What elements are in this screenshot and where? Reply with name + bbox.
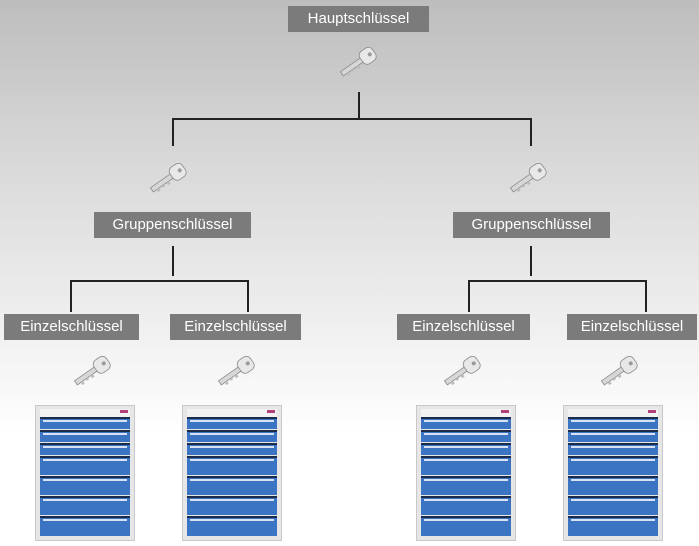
- key-icon: [443, 356, 481, 386]
- connector-line: [247, 280, 249, 312]
- key-icon: [149, 163, 187, 193]
- drawer-cabinet: [416, 405, 516, 541]
- individual-key-label: Einzelschlüssel: [567, 314, 697, 340]
- key-icon: [73, 356, 111, 386]
- cabinet-top: [421, 409, 511, 417]
- connector-line: [358, 92, 360, 119]
- key-icon: [509, 163, 547, 193]
- drawer-cabinet: [563, 405, 663, 541]
- connector-line: [172, 118, 532, 120]
- key-icon: [339, 47, 377, 77]
- connector-line: [70, 280, 249, 282]
- individual-key-label: Einzelschlüssel: [170, 314, 301, 340]
- root-label: Hauptschlüssel: [288, 6, 429, 32]
- connector-line: [468, 280, 647, 282]
- individual-key-label: Einzelschlüssel: [397, 314, 530, 340]
- connector-line: [530, 246, 532, 276]
- cabinet-top: [40, 409, 130, 417]
- cabinet-top: [568, 409, 658, 417]
- cabinet-top: [187, 409, 277, 417]
- group-label-right: Gruppenschlüssel: [453, 212, 610, 238]
- connector-line: [530, 118, 532, 146]
- drawer-cabinet: [182, 405, 282, 541]
- group-label-left: Gruppenschlüssel: [94, 212, 251, 238]
- key-icon: [217, 356, 255, 386]
- individual-key-label: Einzelschlüssel: [4, 314, 139, 340]
- connector-line: [70, 280, 72, 312]
- connector-line: [645, 280, 647, 312]
- connector-line: [468, 280, 470, 312]
- drawer-cabinet: [35, 405, 135, 541]
- key-icon: [600, 356, 638, 386]
- connector-line: [172, 246, 174, 276]
- connector-line: [172, 118, 174, 146]
